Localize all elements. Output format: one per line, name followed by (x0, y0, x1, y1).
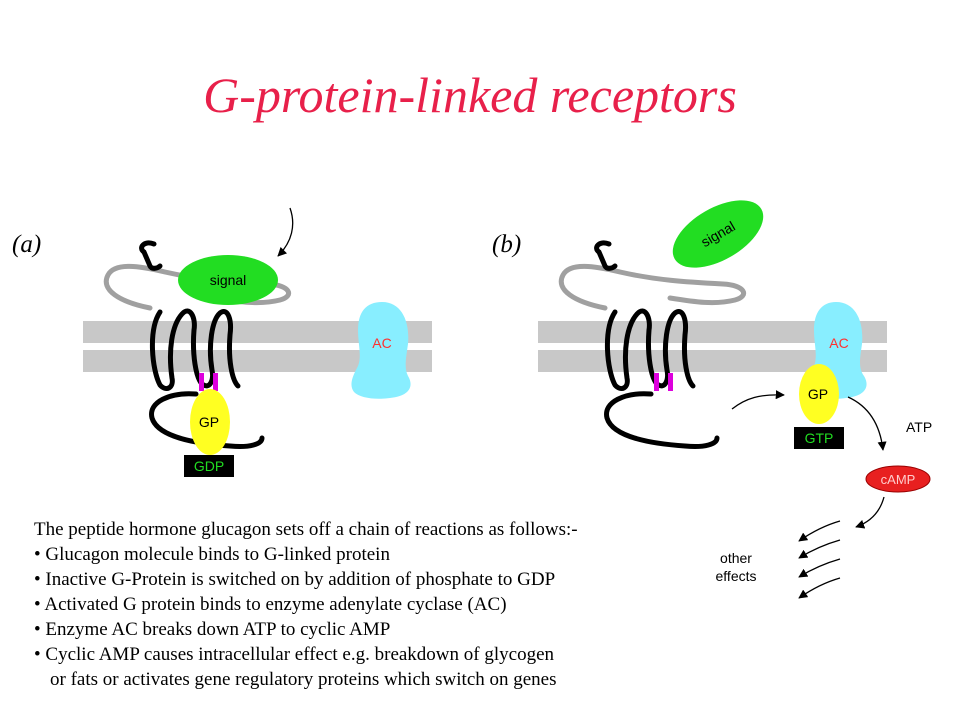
other-effects-label: other effects (706, 549, 766, 585)
ac-label-b: AC (829, 335, 848, 351)
effect-arrow-1 (798, 520, 841, 542)
camp-label: cAMP (881, 472, 916, 487)
camp-output-arrow (855, 496, 885, 529)
adenylate-cyclase-a (351, 302, 411, 399)
bullet-2: • Inactive G-Protein is switched on by a… (34, 569, 556, 590)
explanation-text: The peptide hormone glucagon sets off a … (34, 517, 754, 692)
bullet-5-continuation: or fats or activates gene regulatory pro… (50, 669, 557, 690)
signal-molecule-a (178, 255, 278, 305)
panel-a-diagram: GP GDP signal AC (83, 207, 432, 477)
bullet-1: • Glucagon molecule binds to G-linked pr… (34, 544, 390, 565)
signal-arrow-a (277, 207, 294, 257)
gtp-box (794, 427, 844, 449)
g-protein-b (799, 364, 839, 424)
bullet-3: • Activated G protein binds to enzyme ad… (34, 594, 507, 615)
signal-label-a: signal (210, 272, 247, 288)
gdp-box (184, 455, 234, 477)
g-protein-a (190, 389, 230, 455)
receptor-n-terminus-b (594, 240, 618, 271)
phosphate-pin-a-1 (199, 373, 204, 391)
other-effects-line-2: effects (715, 568, 757, 584)
g-protein-label-b: GP (808, 386, 828, 402)
gp-activation-arrow (731, 390, 785, 410)
receptor-intracellular-tail-b (604, 391, 720, 449)
panel-a-label: (a) (12, 231, 42, 258)
intro-line: The peptide hormone glucagon sets off a … (34, 519, 578, 540)
panel-b-diagram: signal AC GP GTP ATP cAMP (538, 200, 932, 599)
receptor-intracellular-tail-a (149, 391, 265, 449)
gtp-label: GTP (805, 430, 834, 446)
other-effects-line-1: other (720, 550, 752, 566)
effect-arrow-3 (798, 558, 841, 578)
gdp-label: GDP (194, 458, 224, 474)
bullet-4: • Enzyme AC breaks down ATP to cyclic AM… (34, 619, 391, 640)
phosphate-pin-a-2 (213, 373, 218, 391)
bullet-5: • Cyclic AMP causes intracellular effect… (34, 644, 555, 665)
signal-molecule-b (672, 200, 764, 268)
effect-arrow-4 (798, 577, 841, 599)
phosphate-pin-b-1 (654, 373, 659, 391)
atp-to-camp-arrow (847, 396, 887, 451)
panel-b-label: (b) (492, 231, 522, 258)
receptor-transmembrane-helices-b (604, 308, 696, 391)
atp-label: ATP (906, 419, 932, 435)
receptor-extracellular-loop-b (558, 263, 747, 311)
g-protein-label-a: GP (199, 414, 219, 430)
effect-arrow-2 (798, 539, 841, 559)
ac-label-a: AC (372, 335, 391, 351)
camp-molecule (865, 465, 931, 493)
receptor-n-terminus-a (139, 240, 163, 271)
receptor-transmembrane-helices-a (149, 308, 241, 391)
slide-title: G-protein-linked receptors (203, 67, 737, 123)
phosphate-pin-b-2 (668, 373, 673, 391)
